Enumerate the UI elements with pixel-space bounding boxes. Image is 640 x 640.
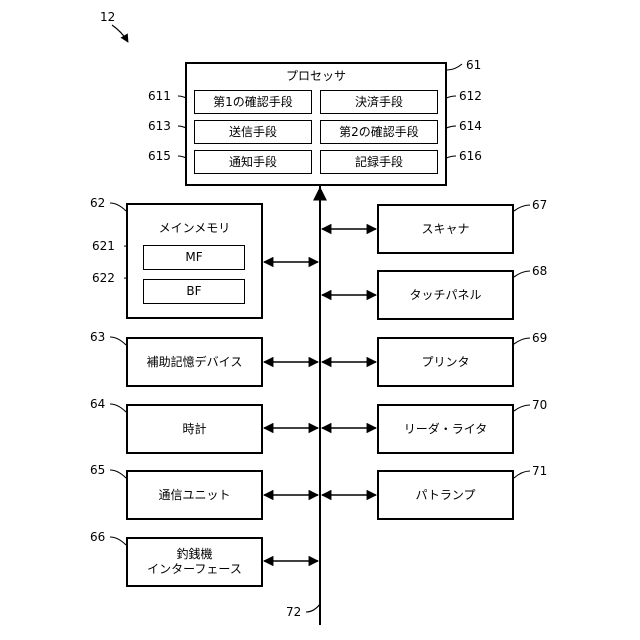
processor-title: プロセッサ [187,69,445,84]
change-machine-interface-block: 釣銭機 インターフェース [126,537,263,587]
aux-storage-device-block: 補助記憶デバイス [126,337,263,387]
reader-writer-block: リーダ・ライタ [377,404,514,454]
change-machine-interface-line1: 釣銭機 [176,547,212,562]
touch-panel-block: タッチパネル [377,270,514,320]
leader-72 [306,604,320,612]
processor-ref: 61 [466,58,481,72]
transmission-ref: 613 [148,119,171,133]
leader-68 [514,271,530,277]
first-confirmation-ref: 611 [148,89,171,103]
change-machine-interface-line2: インターフェース [147,562,242,577]
memory-area-bf-ref: 622 [92,271,115,285]
aux-storage-ref: 63 [90,330,105,344]
leader-64 [110,404,126,412]
figure-ref-label: 12 [100,10,115,24]
leader-62 [110,203,126,211]
leader-63 [110,337,126,345]
memory-area-mf: MF [143,245,245,270]
second-confirmation-ref: 614 [459,119,482,133]
change-machine-interface-ref: 66 [90,530,105,544]
main-memory-title: メインメモリ [128,221,261,236]
memory-area-mf-ref: 621 [92,239,115,253]
leader-70 [514,405,530,411]
notification-ref: 615 [148,149,171,163]
patrol-lamp-ref: 71 [532,464,547,478]
clock-ref: 64 [90,397,105,411]
leader-69 [514,338,530,344]
touch-panel-ref: 68 [532,264,547,278]
reader-writer-ref: 70 [532,398,547,412]
clock-block: 時計 [126,404,263,454]
printer-ref: 69 [532,331,547,345]
patrol-lamp-block: パトランプ [377,470,514,520]
recording-ref: 616 [459,149,482,163]
main-memory-ref: 62 [90,196,105,210]
memory-area-bf: BF [143,279,245,304]
first-confirmation-unit: 第1の確認手段 [194,90,312,114]
leader-61 [447,64,462,70]
communication-unit-ref: 65 [90,463,105,477]
leader-66 [110,537,126,545]
leader-71 [514,471,530,478]
second-confirmation-unit: 第2の確認手段 [320,120,438,144]
bus-ref: 72 [286,605,301,619]
scanner-ref: 67 [532,198,547,212]
leader-67 [514,205,530,211]
printer-block: プリンタ [377,337,514,387]
scanner-block: スキャナ [377,204,514,254]
recording-unit: 記録手段 [320,150,438,174]
leader-65 [110,470,126,478]
notification-unit: 通知手段 [194,150,312,174]
figure-ref-arrow [112,25,128,42]
transmission-unit: 送信手段 [194,120,312,144]
communication-unit-block: 通信ユニット [126,470,263,520]
payment-unit: 決済手段 [320,90,438,114]
payment-ref: 612 [459,89,482,103]
